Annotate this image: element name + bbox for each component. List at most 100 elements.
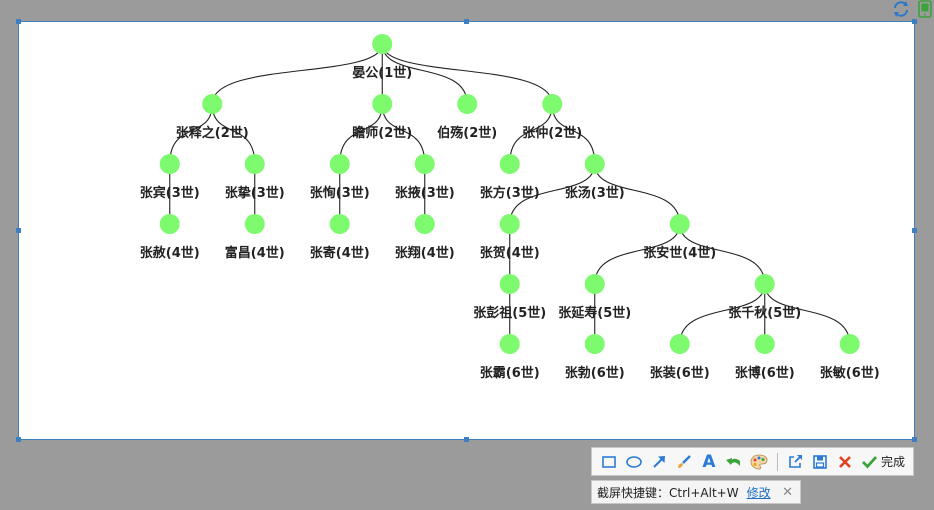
tree-node-label: 张翔(4世) [395, 245, 455, 261]
checkmark-icon [862, 455, 878, 469]
ellipse-icon [626, 455, 642, 468]
ellipse-tool[interactable] [623, 451, 645, 473]
refresh-icon[interactable] [892, 0, 910, 18]
rectangle-tool[interactable] [598, 451, 620, 473]
tree-node-label: 张掖(3世) [395, 185, 455, 201]
tree-node [414, 154, 435, 174]
tree-node-label: 张勃(6世) [565, 365, 625, 381]
tree-node-label: 张汤(3世) [565, 185, 625, 201]
tree-node-label: 张赦(4世) [140, 245, 200, 261]
finish-button[interactable]: 完成 [861, 451, 905, 473]
brush-tool[interactable] [673, 451, 695, 473]
resize-handle-left[interactable] [16, 228, 21, 233]
save-tool[interactable] [809, 451, 831, 473]
rectangle-icon [602, 455, 616, 468]
tree-node [499, 154, 520, 174]
tree-node [372, 94, 393, 114]
capture-toolbar: A [591, 447, 914, 476]
undo-tool[interactable] [723, 451, 745, 473]
tree-node-label: 张贺(4世) [480, 245, 540, 261]
tree-edge [211, 43, 383, 105]
tree-node-label: 张方(3世) [480, 185, 540, 201]
text-icon: A [702, 451, 716, 472]
arrow-tool[interactable] [648, 451, 670, 473]
tree-node [159, 214, 180, 234]
tree-node-label: 张宾(3世) [140, 185, 200, 201]
tree-node [244, 214, 265, 234]
resize-handle-bottom[interactable] [464, 437, 469, 442]
tree-node-label: 张博(6世) [735, 365, 795, 381]
resize-handle-top[interactable] [464, 19, 469, 24]
tree-node-label: 张恂(3世) [310, 185, 370, 201]
shortcut-hint-text: 截屏快捷键：Ctrl+Alt+W [597, 485, 739, 500]
tree-node-label: 张寄(4世) [310, 245, 370, 261]
cancel-tool[interactable] [834, 451, 856, 473]
tree-edge [679, 283, 766, 345]
tree-node [329, 154, 350, 174]
tree-node-label: 张延寿(5世) [558, 305, 631, 321]
color-tool[interactable] [748, 451, 770, 473]
tree-node [839, 334, 860, 354]
close-hint-icon[interactable]: ✕ [782, 484, 793, 500]
tree-edge [169, 103, 213, 165]
resize-handle-top-left[interactable] [16, 19, 21, 24]
corner-icons [892, 0, 934, 18]
tree-edge [509, 163, 596, 225]
tree-edge [551, 103, 596, 165]
tree-node [372, 34, 393, 54]
tree-node-label: 张千秋(5世) [728, 305, 801, 321]
tree-node [542, 94, 563, 114]
finish-label: 完成 [881, 455, 906, 469]
tree-edge [381, 103, 426, 165]
tree-node-label: 张装(6世) [650, 365, 710, 381]
tree-node-label: 张彭祖(5世) [473, 305, 546, 321]
tree-node [329, 214, 350, 234]
tree-edge [381, 43, 553, 105]
tree-node-label: 张释之(2世) [176, 125, 249, 141]
tree-node-label: 富昌(4世) [225, 245, 285, 261]
tree-node-label: 伯殇(2世) [437, 125, 497, 141]
tree-node [669, 214, 690, 234]
tree-node-label: 瞻师(2世) [352, 125, 412, 141]
tree-edge [509, 103, 553, 165]
tree-node [754, 334, 775, 354]
tree-edge [679, 223, 766, 285]
tree-node [499, 334, 520, 354]
tree-edge [594, 223, 681, 285]
tree-node [244, 154, 265, 174]
share-tool[interactable] [784, 451, 806, 473]
tree-edge [764, 283, 851, 345]
tree-node-label: 张安世(4世) [643, 245, 716, 261]
arrow-icon [653, 455, 665, 468]
tree-edge [594, 163, 681, 225]
resize-handle-bottom-left[interactable] [16, 437, 21, 442]
tree-node [457, 94, 478, 114]
tree-node [159, 154, 180, 174]
tree-node [202, 94, 223, 114]
resize-handle-right[interactable] [912, 228, 917, 233]
undo-icon [726, 457, 740, 466]
resize-handle-bottom-right[interactable] [912, 437, 917, 442]
shortcut-hint-bar: 截屏快捷键：Ctrl+Alt+W 修改 ✕ [591, 480, 801, 504]
family-tree-diagram: 晏公(1世) 张释之(2世) 瞻师(2世) 伯殇(2世) 张仲(2世) 张宾(3世) 张挚(… [140, 34, 880, 381]
tree-node-label: 张敏(6世) [820, 365, 880, 381]
save-icon [813, 454, 827, 469]
tree-node-label: 晏公(1世) [352, 65, 412, 81]
modify-shortcut-link[interactable]: 修改 [746, 485, 771, 500]
tree-node-label: 张霸(6世) [480, 365, 540, 381]
resize-handle-top-right[interactable] [912, 19, 917, 24]
tree-node [669, 334, 690, 354]
tree-node [584, 274, 605, 294]
tree-node [584, 154, 605, 174]
tree-node [754, 274, 775, 294]
tree-edge [381, 43, 468, 105]
toolbar-separator [777, 452, 778, 471]
tree-node-label: 张挚(3世) [225, 185, 285, 201]
external-link-icon [789, 454, 802, 468]
text-tool[interactable]: A [698, 451, 720, 473]
phone-icon[interactable] [916, 0, 934, 18]
capture-selection-area[interactable]: 晏公(1世) 张释之(2世) 瞻师(2世) 伯殇(2世) 张仲(2世) 张宾(3世) 张挚(… [18, 21, 915, 440]
tree-node [499, 274, 520, 294]
close-icon [839, 455, 851, 468]
tree-node-label: 张仲(2世) [522, 125, 582, 141]
